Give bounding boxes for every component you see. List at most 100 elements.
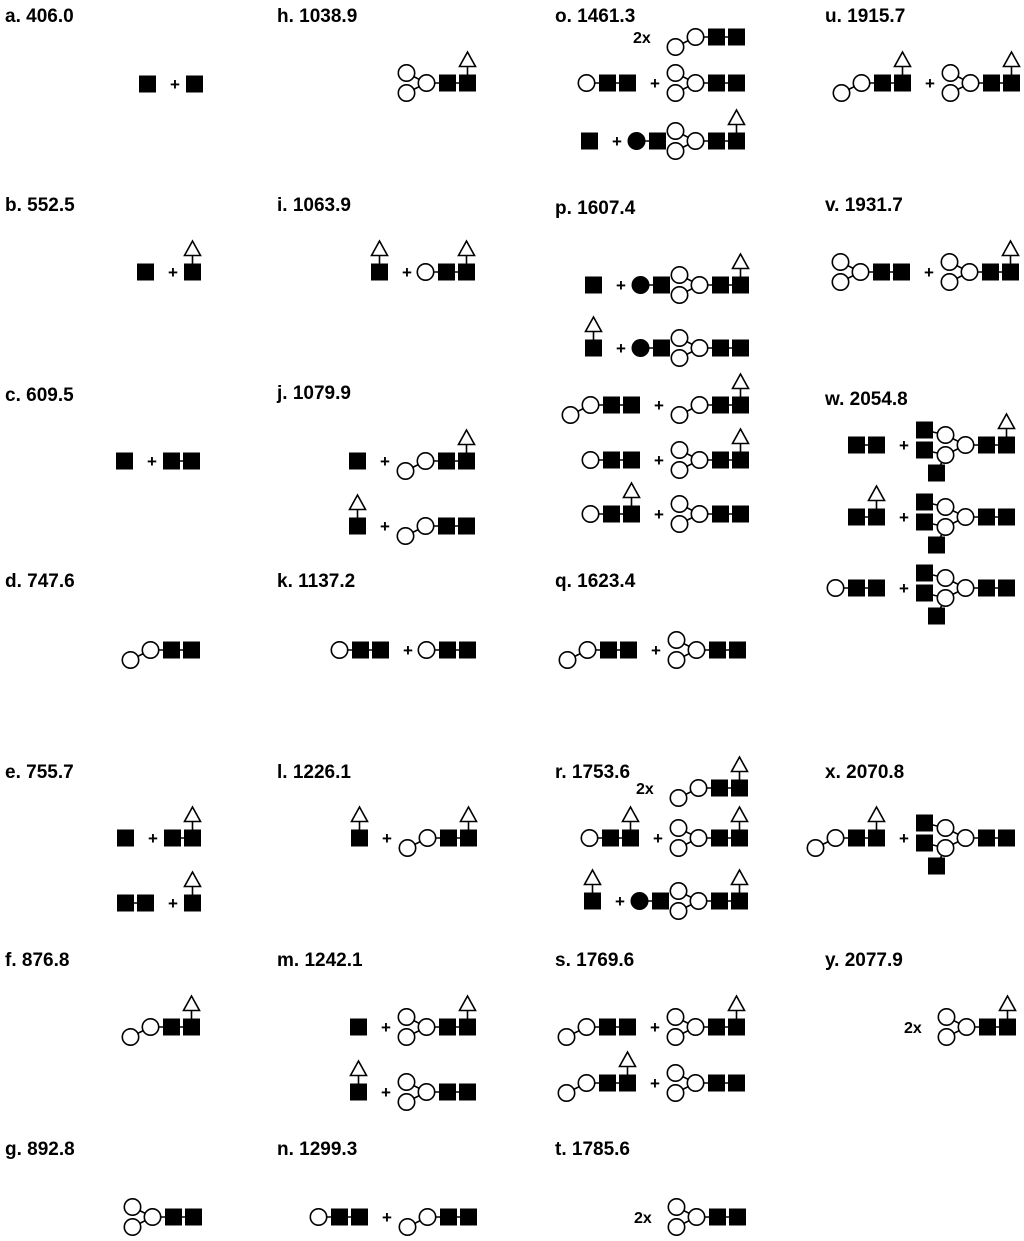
- glycan-structure: [557, 1017, 636, 1047]
- panel-f: f. 876.8: [5, 950, 201, 1047]
- glycan-structure: [561, 395, 640, 424]
- glycan-residue-open-triangle: [867, 484, 886, 502]
- glycan-residue-filled-square: [163, 452, 180, 470]
- glycan-residue-filled-square: [873, 263, 890, 281]
- panel-label: e. 755.7: [5, 762, 74, 783]
- glycan-residue-filled-square: [440, 829, 457, 847]
- glycan-residue-filled-square: [708, 1018, 725, 1036]
- glycan-residue-open-circle: [937, 1007, 956, 1026]
- glycan-residue-filled-square: [139, 75, 156, 93]
- glycan-residue-open-circle: [417, 1017, 436, 1036]
- glycan-residue-filled-square: [603, 505, 620, 523]
- glycan-residue-open-circle: [417, 640, 436, 659]
- glycan-residue-open-circle: [581, 395, 600, 414]
- fragment-row: +: [116, 452, 200, 471]
- glycan-residue-filled-square: [732, 451, 749, 469]
- plus-sign: +: [612, 132, 622, 151]
- glycan-residue-open-circle: [940, 272, 959, 291]
- glycan-structure: [121, 994, 201, 1047]
- glycan-residue-open-circle: [561, 405, 580, 424]
- glycan-structure: [350, 1018, 367, 1036]
- plus-sign: +: [654, 396, 664, 415]
- panel-g: g. 892.8: [5, 1139, 202, 1237]
- glycan-residue-filled-square: [351, 1208, 368, 1226]
- glycan-residue-open-triangle: [457, 428, 476, 446]
- glycan-residue-filled-square: [708, 132, 725, 150]
- glycan-structure: [848, 436, 885, 454]
- glycan-structure: [584, 315, 603, 357]
- glycan-residue-open-circle: [143, 1208, 162, 1227]
- glycan-residue-open-circle: [670, 460, 689, 479]
- glycan-residue-filled-square: [916, 834, 933, 852]
- fragment-row: +: [584, 315, 749, 367]
- glycan-residue-filled-square: [603, 451, 620, 469]
- glycan-residue-open-circle: [956, 435, 975, 454]
- glycan-structure: [349, 452, 366, 470]
- glycan-residue-open-circle: [941, 64, 960, 83]
- glycan-residue-filled-square: [848, 508, 865, 526]
- panel-j: j. 1079.9++: [276, 383, 476, 545]
- glycan-residue-open-circle: [417, 74, 436, 93]
- glycan-structure: [117, 829, 134, 847]
- glycan-residue-open-circle: [666, 122, 685, 141]
- fragment-row: [121, 640, 200, 669]
- glycan-residue-open-circle: [690, 450, 709, 469]
- glycan-residue-filled-square: [117, 894, 134, 912]
- glycan-residue-filled-square: [916, 493, 933, 511]
- glycan-structure: [916, 412, 1016, 482]
- glycan-structure: [670, 252, 750, 304]
- glycan-structure: [666, 994, 746, 1047]
- glycan-residue-open-circle: [398, 838, 417, 857]
- glycan-residue-open-triangle: [584, 315, 603, 333]
- glycan-structure: [940, 239, 1020, 291]
- glycan-residue-filled-square: [116, 452, 133, 470]
- plus-sign: +: [924, 263, 934, 282]
- glycan-residue-filled-square: [600, 641, 617, 659]
- glycan-structure: [398, 805, 478, 857]
- glycan-residue-filled-square: [998, 508, 1015, 526]
- glycan-structure: [309, 1208, 368, 1227]
- panel-x: x. 2070.8+: [806, 762, 1015, 875]
- glycan-residue-filled-square: [372, 641, 389, 659]
- glycan-residue-filled-square: [916, 421, 933, 439]
- fragment-row: +: [848, 484, 1015, 554]
- glycan-residue-filled-square: [928, 607, 945, 625]
- plus-sign: +: [899, 829, 909, 848]
- plus-sign: +: [650, 74, 660, 93]
- glycan-residue-filled-square: [585, 276, 602, 294]
- glycan-residue-open-circle: [666, 1007, 685, 1026]
- glycan-residue-filled-square: [916, 584, 933, 602]
- glycan-residue-filled-square: [848, 579, 865, 597]
- glycan-residue-open-circle: [670, 265, 689, 284]
- glycan-residue-open-circle: [667, 630, 686, 649]
- panel-label: m. 1242.1: [277, 950, 363, 971]
- glycan-residue-open-circle: [398, 1218, 417, 1237]
- fragment-row: 2x: [634, 1198, 746, 1237]
- glycan-residue-open-circle: [686, 1017, 705, 1036]
- plus-sign: +: [899, 579, 909, 598]
- glycan-structure: [831, 253, 910, 291]
- glycan-residue-filled-square: [137, 894, 154, 912]
- glycan-residue-filled-square: [982, 263, 999, 281]
- glycan-residue-open-triangle: [731, 252, 750, 270]
- glycan-residue-filled-square: [599, 74, 616, 92]
- glycan-residue-open-triangle: [370, 239, 389, 257]
- glycan-residue-filled-circle: [630, 891, 649, 910]
- glycan-residue-filled-square: [585, 339, 602, 357]
- glycan-residue-open-circle: [417, 1083, 436, 1102]
- glycan-residue-open-circle: [936, 425, 955, 444]
- glycan-residue-open-circle: [936, 818, 955, 837]
- glycan-residue-filled-square: [708, 28, 725, 46]
- glycan-residue-open-circle: [577, 74, 596, 93]
- glycan-residue-filled-square: [983, 74, 1000, 92]
- glycan-structure: [666, 1064, 745, 1103]
- glycan-residue-open-circle: [557, 1028, 576, 1047]
- glycan-structure: [941, 50, 1021, 103]
- glycan-residue-filled-square: [602, 829, 619, 847]
- glycan-residue-filled-square: [459, 1018, 476, 1036]
- glycan-residue-open-circle: [686, 27, 705, 46]
- glycan-residue-filled-square: [183, 452, 200, 470]
- glycan-residue-open-circle: [690, 338, 709, 357]
- glycan-residue-filled-square: [619, 1074, 636, 1092]
- glycan-residue-filled-circle: [631, 275, 650, 294]
